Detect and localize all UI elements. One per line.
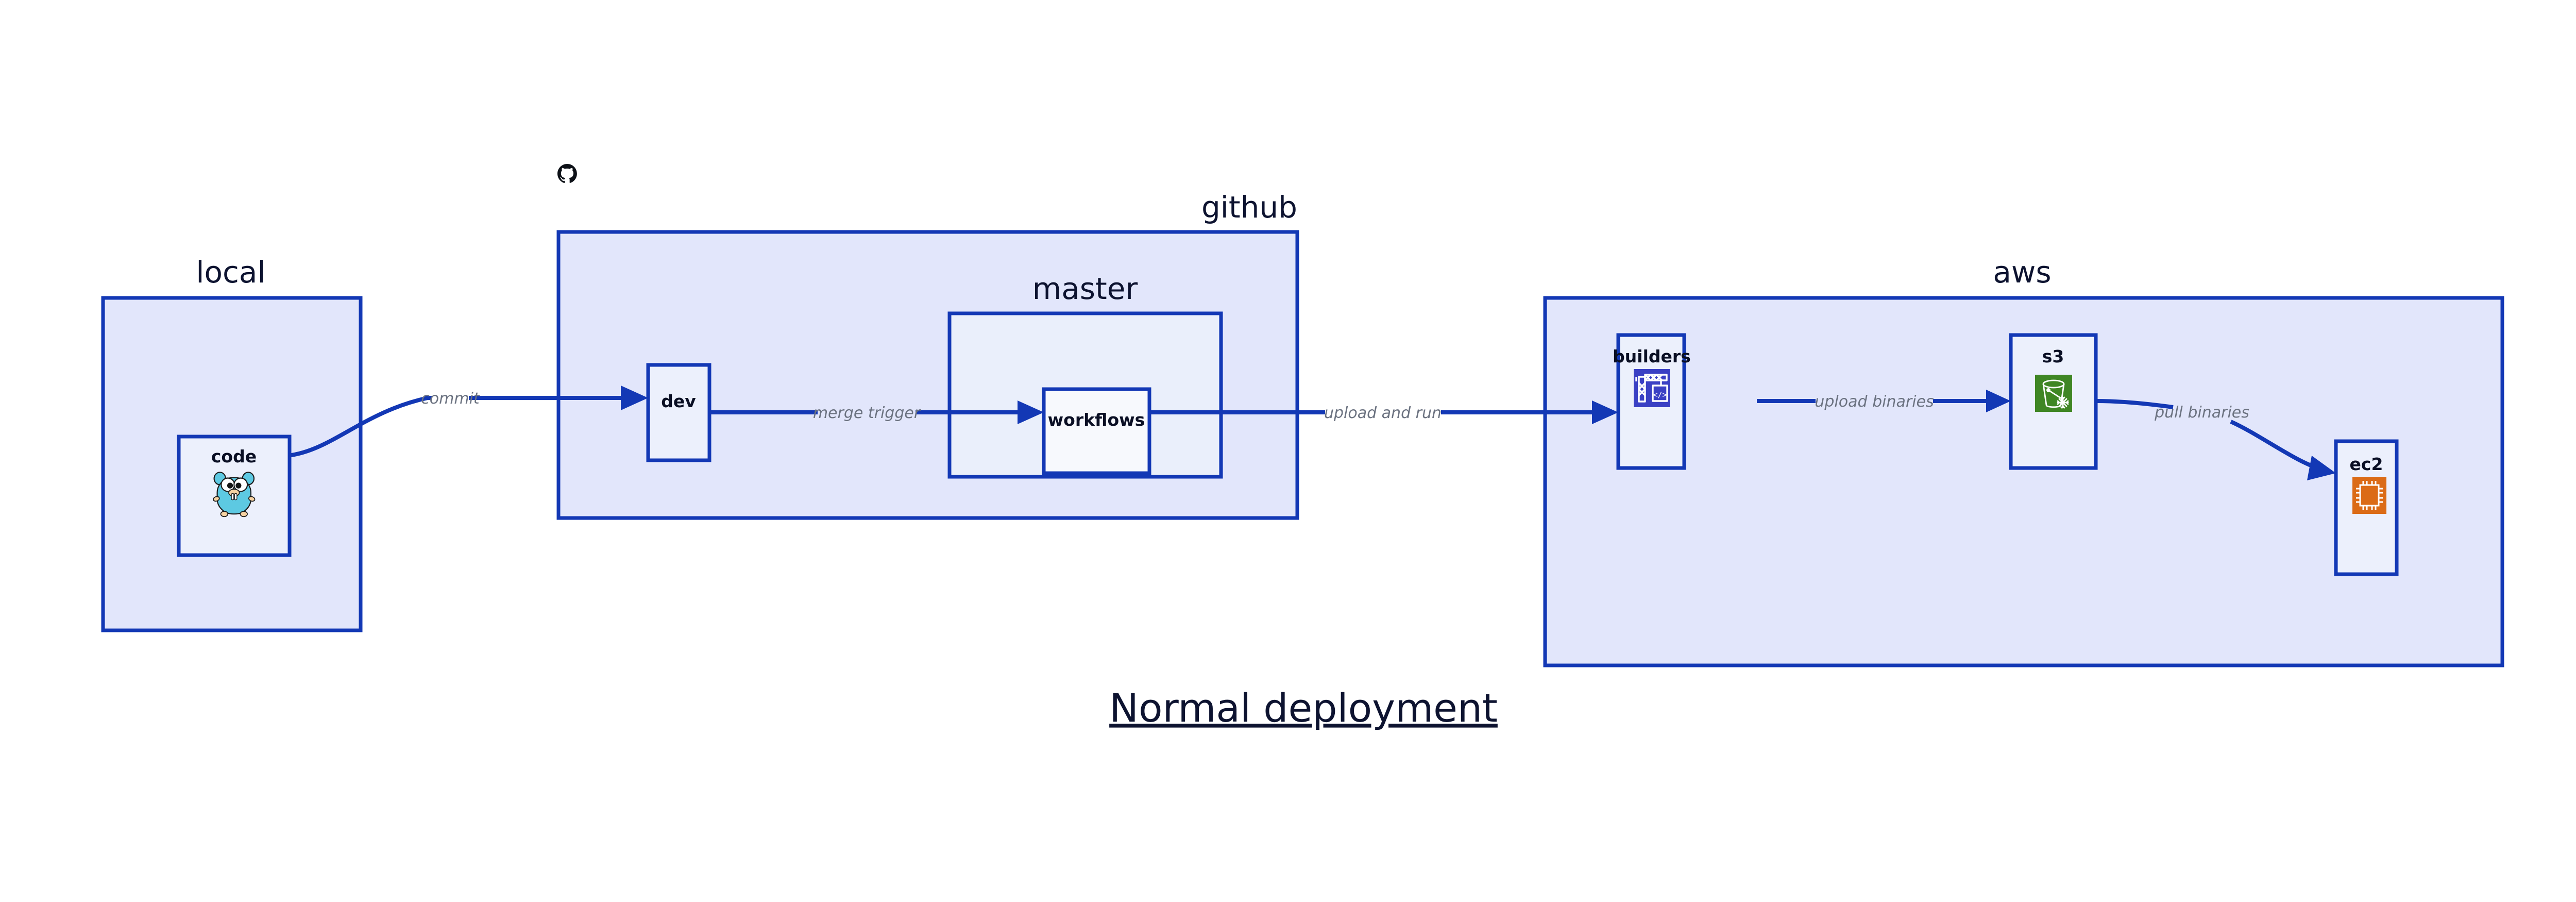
edge-upload-binaries: upload binaries xyxy=(1757,390,2011,412)
node-code-label: code xyxy=(211,446,257,466)
node-workflows-label: workflows xyxy=(1048,410,1145,430)
node-s3[interactable]: s3 xyxy=(2009,333,2098,470)
edge-merge-trigger-label: merge trigger xyxy=(813,404,921,422)
edge-merge-trigger-arrowhead xyxy=(1018,400,1044,424)
group-github-label: github xyxy=(1201,190,1297,225)
node-ec2[interactable]: ec2 xyxy=(2334,439,2399,576)
node-s3-label: s3 xyxy=(2042,346,2064,366)
group-master-label: master xyxy=(1032,271,1138,306)
edge-upload-and-run: upload and run xyxy=(1149,400,1618,424)
edge-upload-and-run-arrowhead xyxy=(1592,400,1618,424)
node-dev-box[interactable] xyxy=(646,363,711,462)
node-workflows[interactable]: workflows xyxy=(1042,387,1151,475)
node-builders[interactable]: builders xyxy=(1613,333,1691,470)
node-workflows-box[interactable] xyxy=(1042,387,1151,475)
github-mark-icon xyxy=(557,164,577,183)
node-code-box[interactable] xyxy=(177,435,292,557)
aws-codebuild-icon: </> xyxy=(1634,369,1670,407)
edge-upload-and-run-label: upload and run xyxy=(1324,404,1442,422)
node-builders-label: builders xyxy=(1613,346,1691,366)
diagram-title: Normal deployment xyxy=(1109,685,1498,731)
aws-s3-glacier-icon xyxy=(2035,375,2072,412)
aws-ec2-icon xyxy=(2352,477,2386,514)
node-ec2-box[interactable] xyxy=(2334,439,2399,576)
edge-commit-label: commit xyxy=(421,390,480,408)
edge-pull-binaries-path-left xyxy=(2095,399,2174,409)
edge-upload-binaries-label: upload binaries xyxy=(1815,393,1934,411)
group-github: github master xyxy=(556,190,1299,520)
node-code[interactable]: code xyxy=(177,435,292,557)
edge-commit: commit xyxy=(282,386,648,458)
edge-pull-binaries-arrowhead xyxy=(2307,456,2336,480)
edge-commit-arrowhead xyxy=(621,386,648,410)
group-aws-label: aws xyxy=(1993,255,2051,290)
group-local-label: local xyxy=(196,255,265,290)
node-dev[interactable]: dev xyxy=(646,363,711,462)
svg-text:</>: </> xyxy=(1653,390,1667,399)
node-dev-label: dev xyxy=(661,391,696,411)
edge-pull-binaries-label: pull binaries xyxy=(2154,404,2249,422)
edge-pull-binaries: pull binaries xyxy=(2095,399,2336,480)
edge-upload-binaries-arrowhead xyxy=(1986,390,2011,412)
node-ec2-label: ec2 xyxy=(2350,454,2383,474)
edge-commit-path-left xyxy=(282,396,432,458)
edge-merge-trigger: merge trigger xyxy=(709,400,1044,424)
go-gopher-icon xyxy=(213,472,256,517)
